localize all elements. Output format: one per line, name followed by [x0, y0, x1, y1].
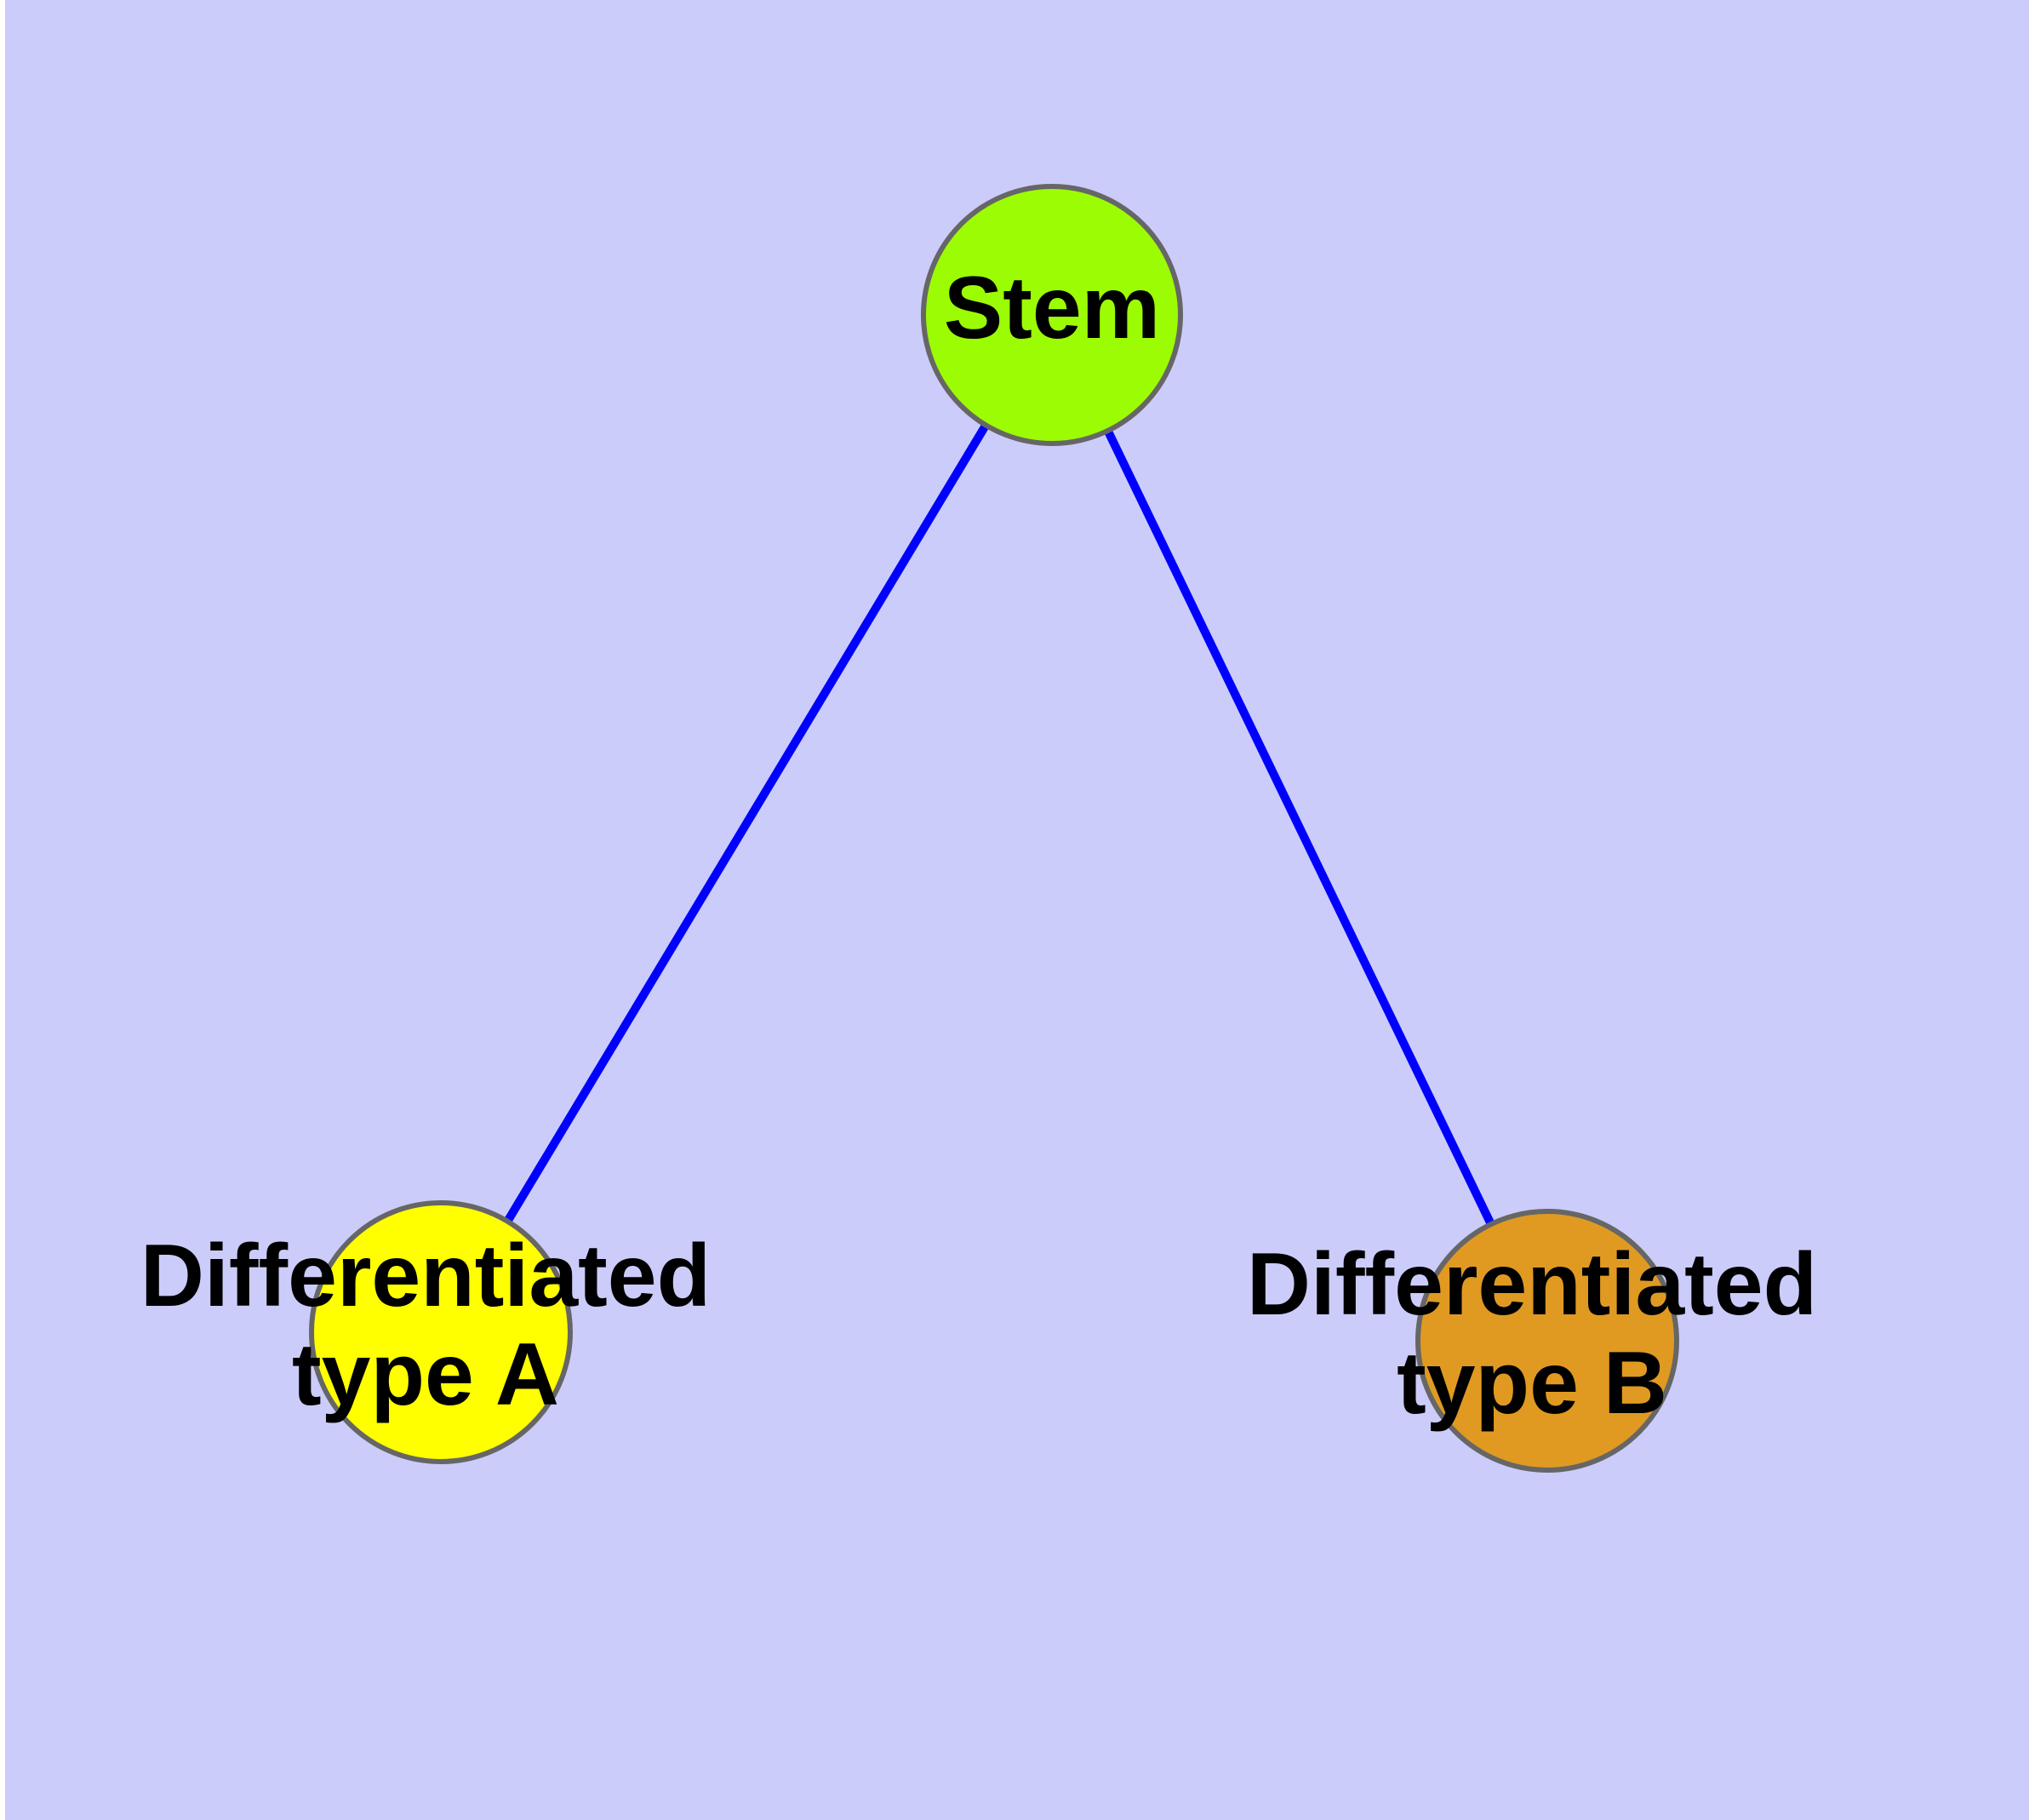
edge-layer: [437, 312, 1552, 1343]
graph-node-label-line: Differentiated: [140, 1227, 711, 1325]
graph-node-stem[interactable]: [921, 184, 1183, 446]
graph-node-label-line: Stem: [944, 259, 1160, 358]
graph-node-label-line: Differentiated: [1247, 1235, 1817, 1334]
graph-node-diff_a[interactable]: [309, 1200, 573, 1464]
graph-node-label-stem: Stem: [944, 259, 1160, 358]
graph-edge-stem-to-a[interactable]: [437, 312, 1056, 1335]
node-layer: [309, 184, 1679, 1473]
graph-node-diff_b[interactable]: [1415, 1209, 1679, 1473]
graph-edge-stem-to-b[interactable]: [1048, 312, 1552, 1343]
graph-node-label-line: type A: [292, 1325, 559, 1424]
graph-node-label-line: type B: [1397, 1334, 1667, 1433]
